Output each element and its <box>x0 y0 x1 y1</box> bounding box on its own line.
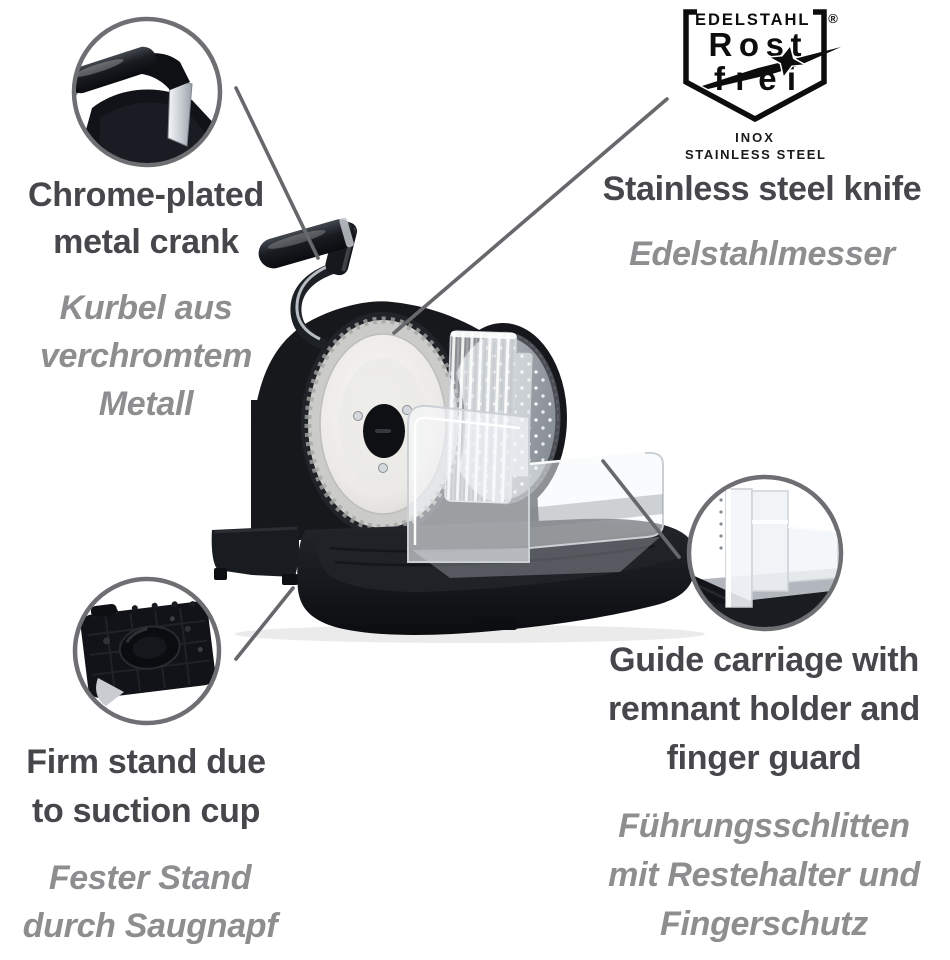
callout-line-crank <box>234 86 320 260</box>
callout-crank-subheading: Kurbel aus verchromtem Metall <box>0 284 292 428</box>
text-line: Edelstahlmesser <box>629 235 895 273</box>
text-line: Firm stand due <box>26 743 266 781</box>
rostfrei-seal: EDELSTAHL ® Rost frei INOX STAINLESS STE… <box>683 9 841 162</box>
text-line: metal crank <box>53 223 239 261</box>
hub-screw <box>353 411 363 421</box>
text-line: Chrome-plated <box>27 176 264 214</box>
text-line: durch Saugnapf <box>22 907 278 945</box>
callout-line-knife <box>392 97 669 335</box>
seal-registered-mark: ® <box>828 11 838 26</box>
seal-caption-stainless: STAINLESS STEEL <box>685 147 825 162</box>
inset-circle-suction-cup <box>72 576 222 726</box>
slicer-blade-cover <box>301 312 465 536</box>
text-line: to suction cup <box>31 792 261 830</box>
text-line: Stainless steel knife <box>602 170 922 208</box>
product-food-slicer <box>211 217 705 643</box>
callout-line-stand <box>234 586 295 661</box>
text-line: Guide carriage with <box>609 641 919 679</box>
text-line: Fingerschutz <box>660 905 868 943</box>
text-line: Führungsschlitten <box>618 807 910 845</box>
callout-knife-heading: Stainless steel knife <box>578 166 946 213</box>
inset-circle-crank <box>71 16 223 168</box>
text-line: Kurbel aus <box>59 289 233 327</box>
text-line: verchromtem <box>39 337 253 375</box>
slicer-guide-carriage <box>407 404 664 578</box>
callout-line-carriage <box>601 459 681 559</box>
text-line: finger guard <box>666 739 862 777</box>
seal-star-icon <box>765 43 809 80</box>
callout-crank-heading: Chrome-plated metal crank <box>0 172 292 266</box>
crank-handle <box>258 217 355 269</box>
callout-stand-heading: Firm stand due to suction cup <box>0 738 292 836</box>
hub-screw <box>378 463 388 473</box>
slicer-crank <box>258 217 358 350</box>
callout-carriage-subheading: Führungsschlitten mit Restehalter und Fi… <box>578 802 950 949</box>
seal-swoosh <box>702 47 841 89</box>
seal-caption-inox: INOX <box>735 130 775 145</box>
text-line: remnant holder and <box>608 690 920 728</box>
callout-carriage-heading: Guide carriage with remnant holder and f… <box>580 636 948 783</box>
callout-knife-subheading: Edelstahlmesser <box>578 230 946 278</box>
text-line: mit Restehalter und <box>608 856 920 894</box>
callout-stand-subheading: Fester Stand durch Saugnapf <box>0 854 300 950</box>
inset-circle-carriage <box>686 474 844 632</box>
text-line: Fester Stand <box>48 859 252 897</box>
chrome-crank-arm <box>295 263 332 341</box>
text-line: Metall <box>98 385 194 423</box>
seal-top-text: EDELSTAHL <box>695 11 811 29</box>
